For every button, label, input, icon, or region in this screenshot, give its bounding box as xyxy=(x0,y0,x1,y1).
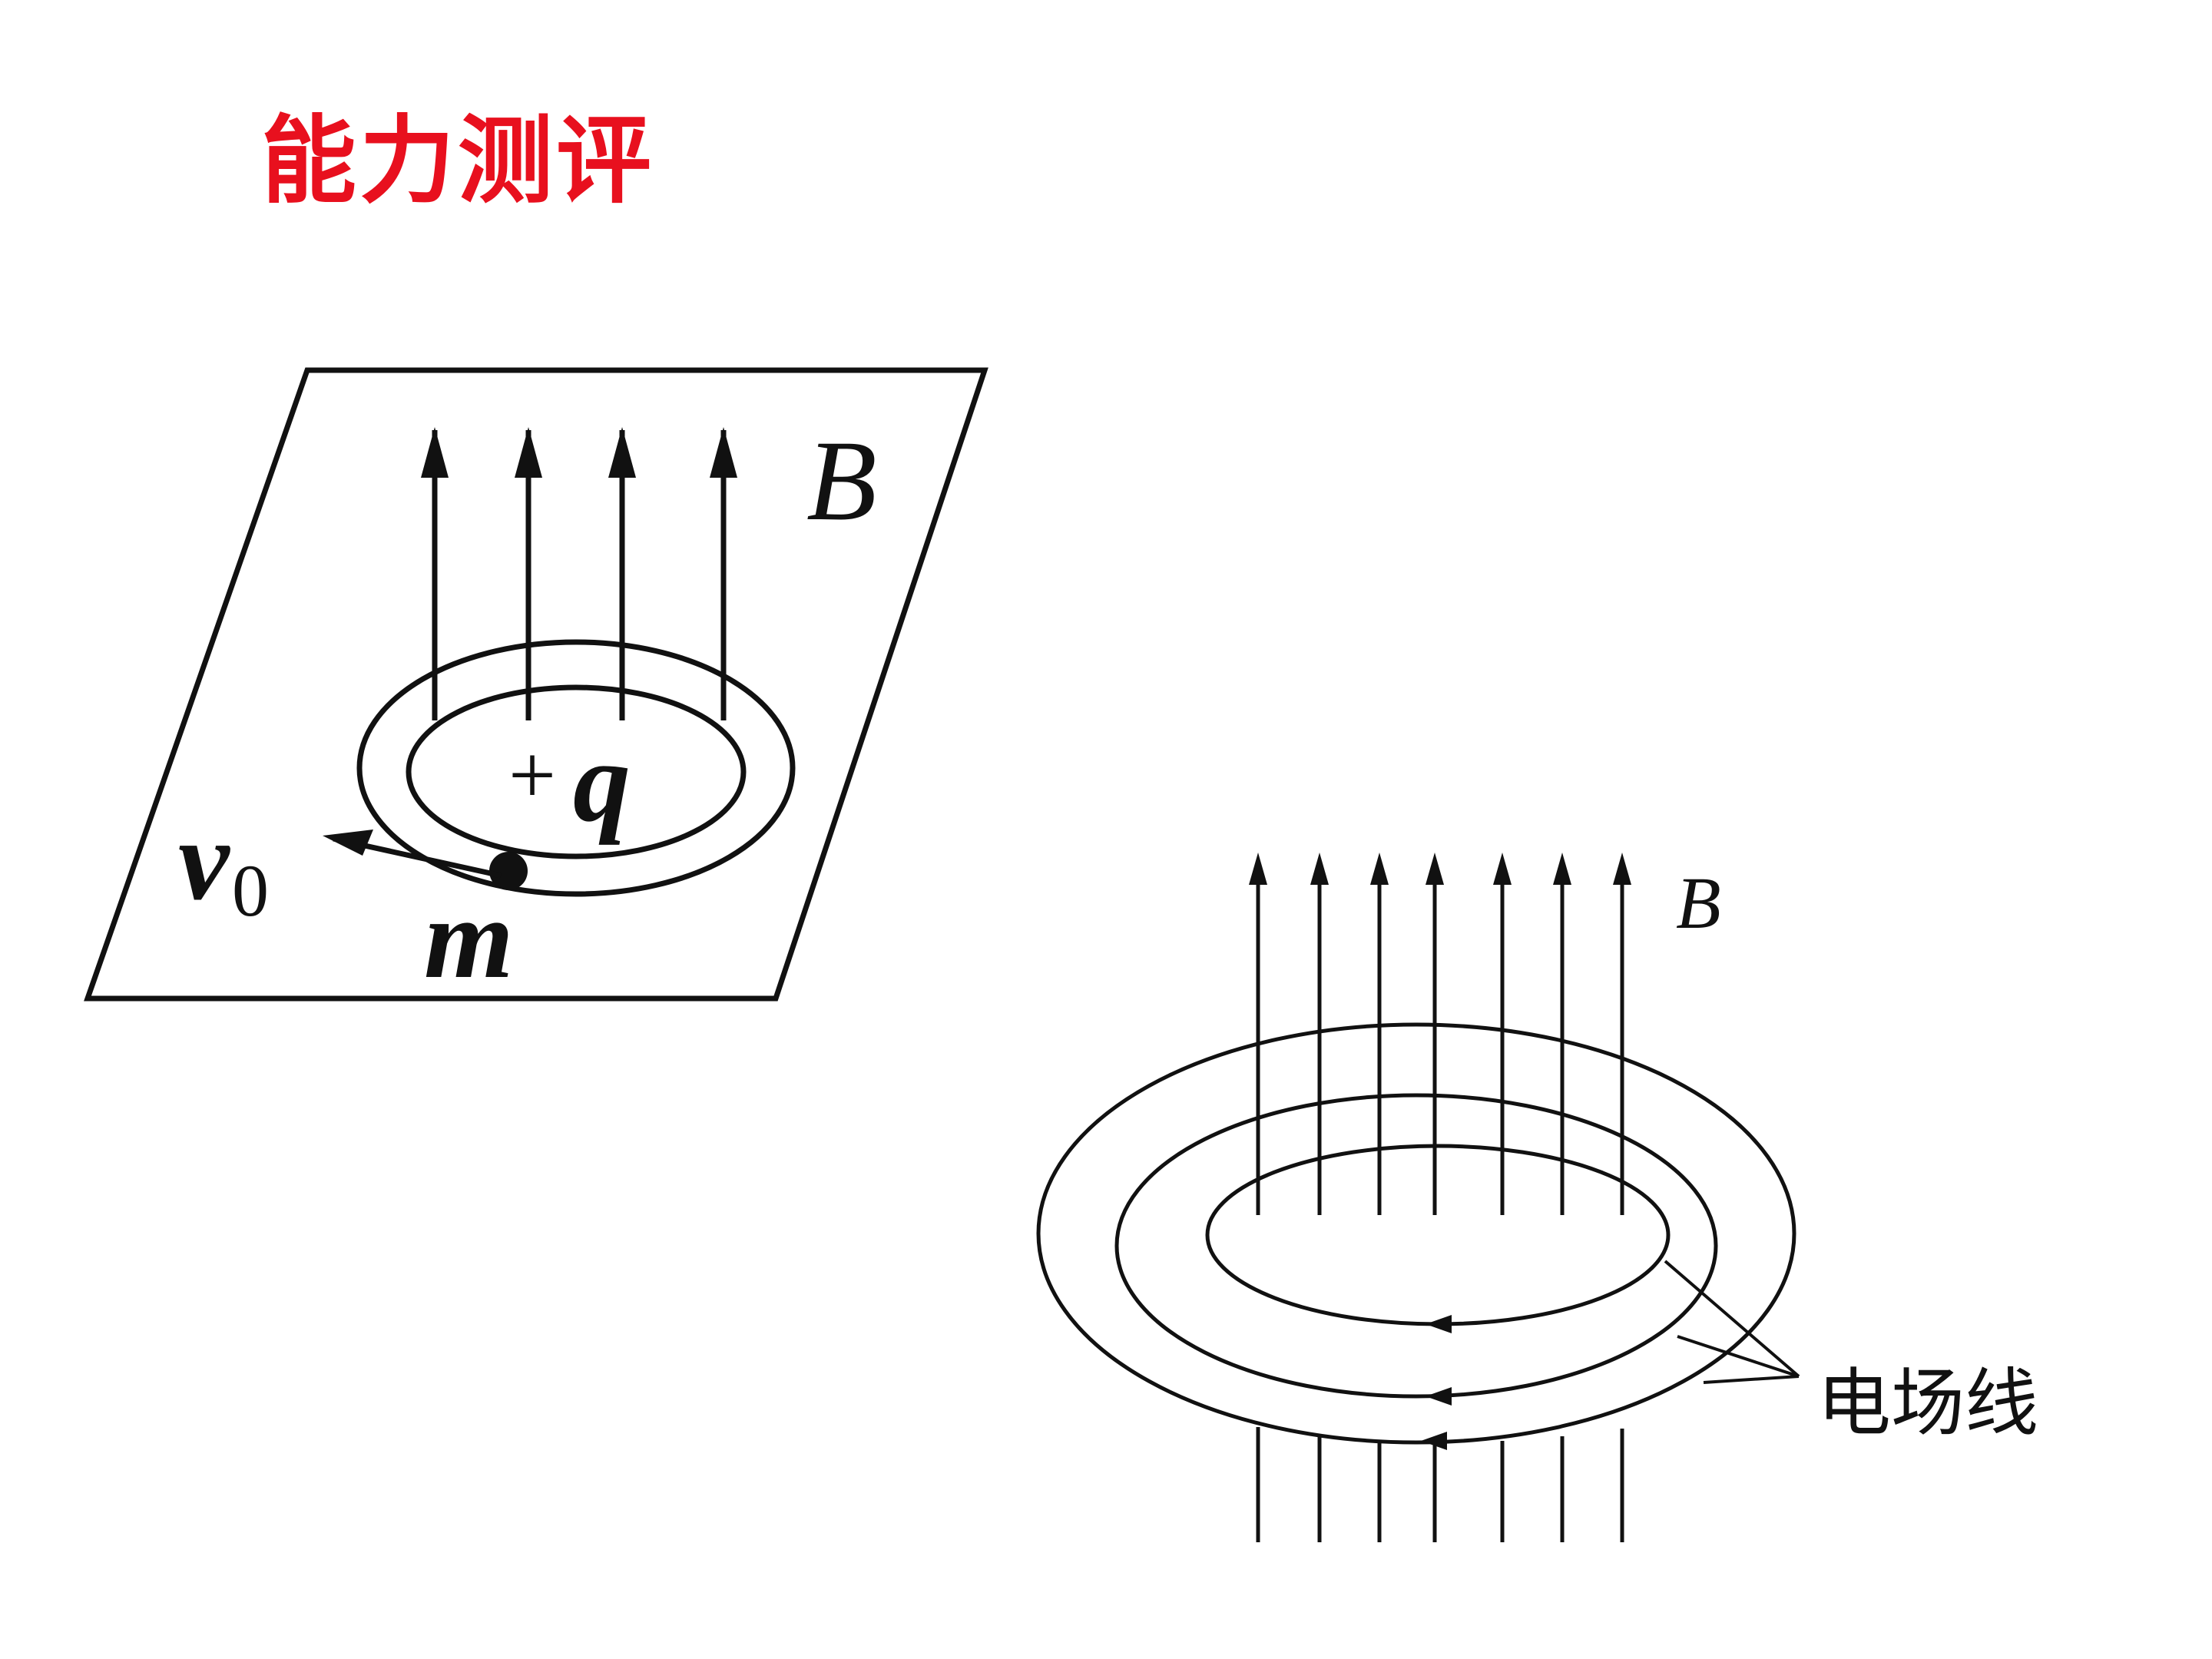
groove-outer xyxy=(356,639,796,897)
arrowhead xyxy=(1553,853,1571,885)
magnetic-field-lines-right-lower xyxy=(1256,1427,1624,1542)
velocity-arrowhead xyxy=(323,830,373,856)
left-figure xyxy=(84,367,988,1002)
callout-line xyxy=(1664,1260,1800,1378)
horizontal-plane xyxy=(84,367,988,1002)
charge-symbol-label: q xyxy=(573,718,631,846)
arrowhead xyxy=(1426,853,1444,885)
electric-field-direction-arrows xyxy=(1421,1315,1452,1450)
arrowhead xyxy=(1310,853,1329,885)
field-label-left: B xyxy=(806,417,877,545)
electric-field-line-label: 电场线 xyxy=(1817,1360,2038,1446)
right-figure xyxy=(1036,853,1800,1542)
charge-sign-label: + xyxy=(508,728,556,822)
arrowhead xyxy=(515,427,542,478)
arrowhead xyxy=(1493,853,1512,885)
magnetic-field-lines xyxy=(432,430,727,720)
arrowhead xyxy=(1613,853,1631,885)
field-arrowheads-right xyxy=(1249,853,1631,885)
magnetic-field-lines-right-upper xyxy=(1256,860,1624,1215)
callout-lines xyxy=(1664,1260,1800,1384)
electric-field-line-outer xyxy=(1036,1022,1796,1445)
ball xyxy=(489,852,528,890)
field-arrowheads xyxy=(421,427,737,478)
arrowhead xyxy=(1249,853,1267,885)
arrowhead xyxy=(710,427,737,478)
arrowhead xyxy=(1370,853,1389,885)
arrowhead xyxy=(608,427,636,478)
field-label-right: B xyxy=(1676,862,1721,944)
electric-field-line-inner xyxy=(1205,1144,1671,1326)
arrowhead xyxy=(1421,1432,1447,1450)
velocity-subscript-label: 0 xyxy=(232,849,269,932)
arrowhead xyxy=(421,427,449,478)
page-title: 能力测评 xyxy=(261,106,655,217)
callout-line xyxy=(1677,1335,1800,1378)
arrowhead xyxy=(1426,1315,1452,1333)
callout-line xyxy=(1703,1375,1800,1384)
mass-label: m xyxy=(424,875,514,1002)
electric-field-line-middle xyxy=(1114,1093,1718,1399)
arrowhead xyxy=(1426,1387,1452,1406)
velocity-symbol-label: v xyxy=(178,796,230,924)
groove-inner xyxy=(406,684,747,859)
